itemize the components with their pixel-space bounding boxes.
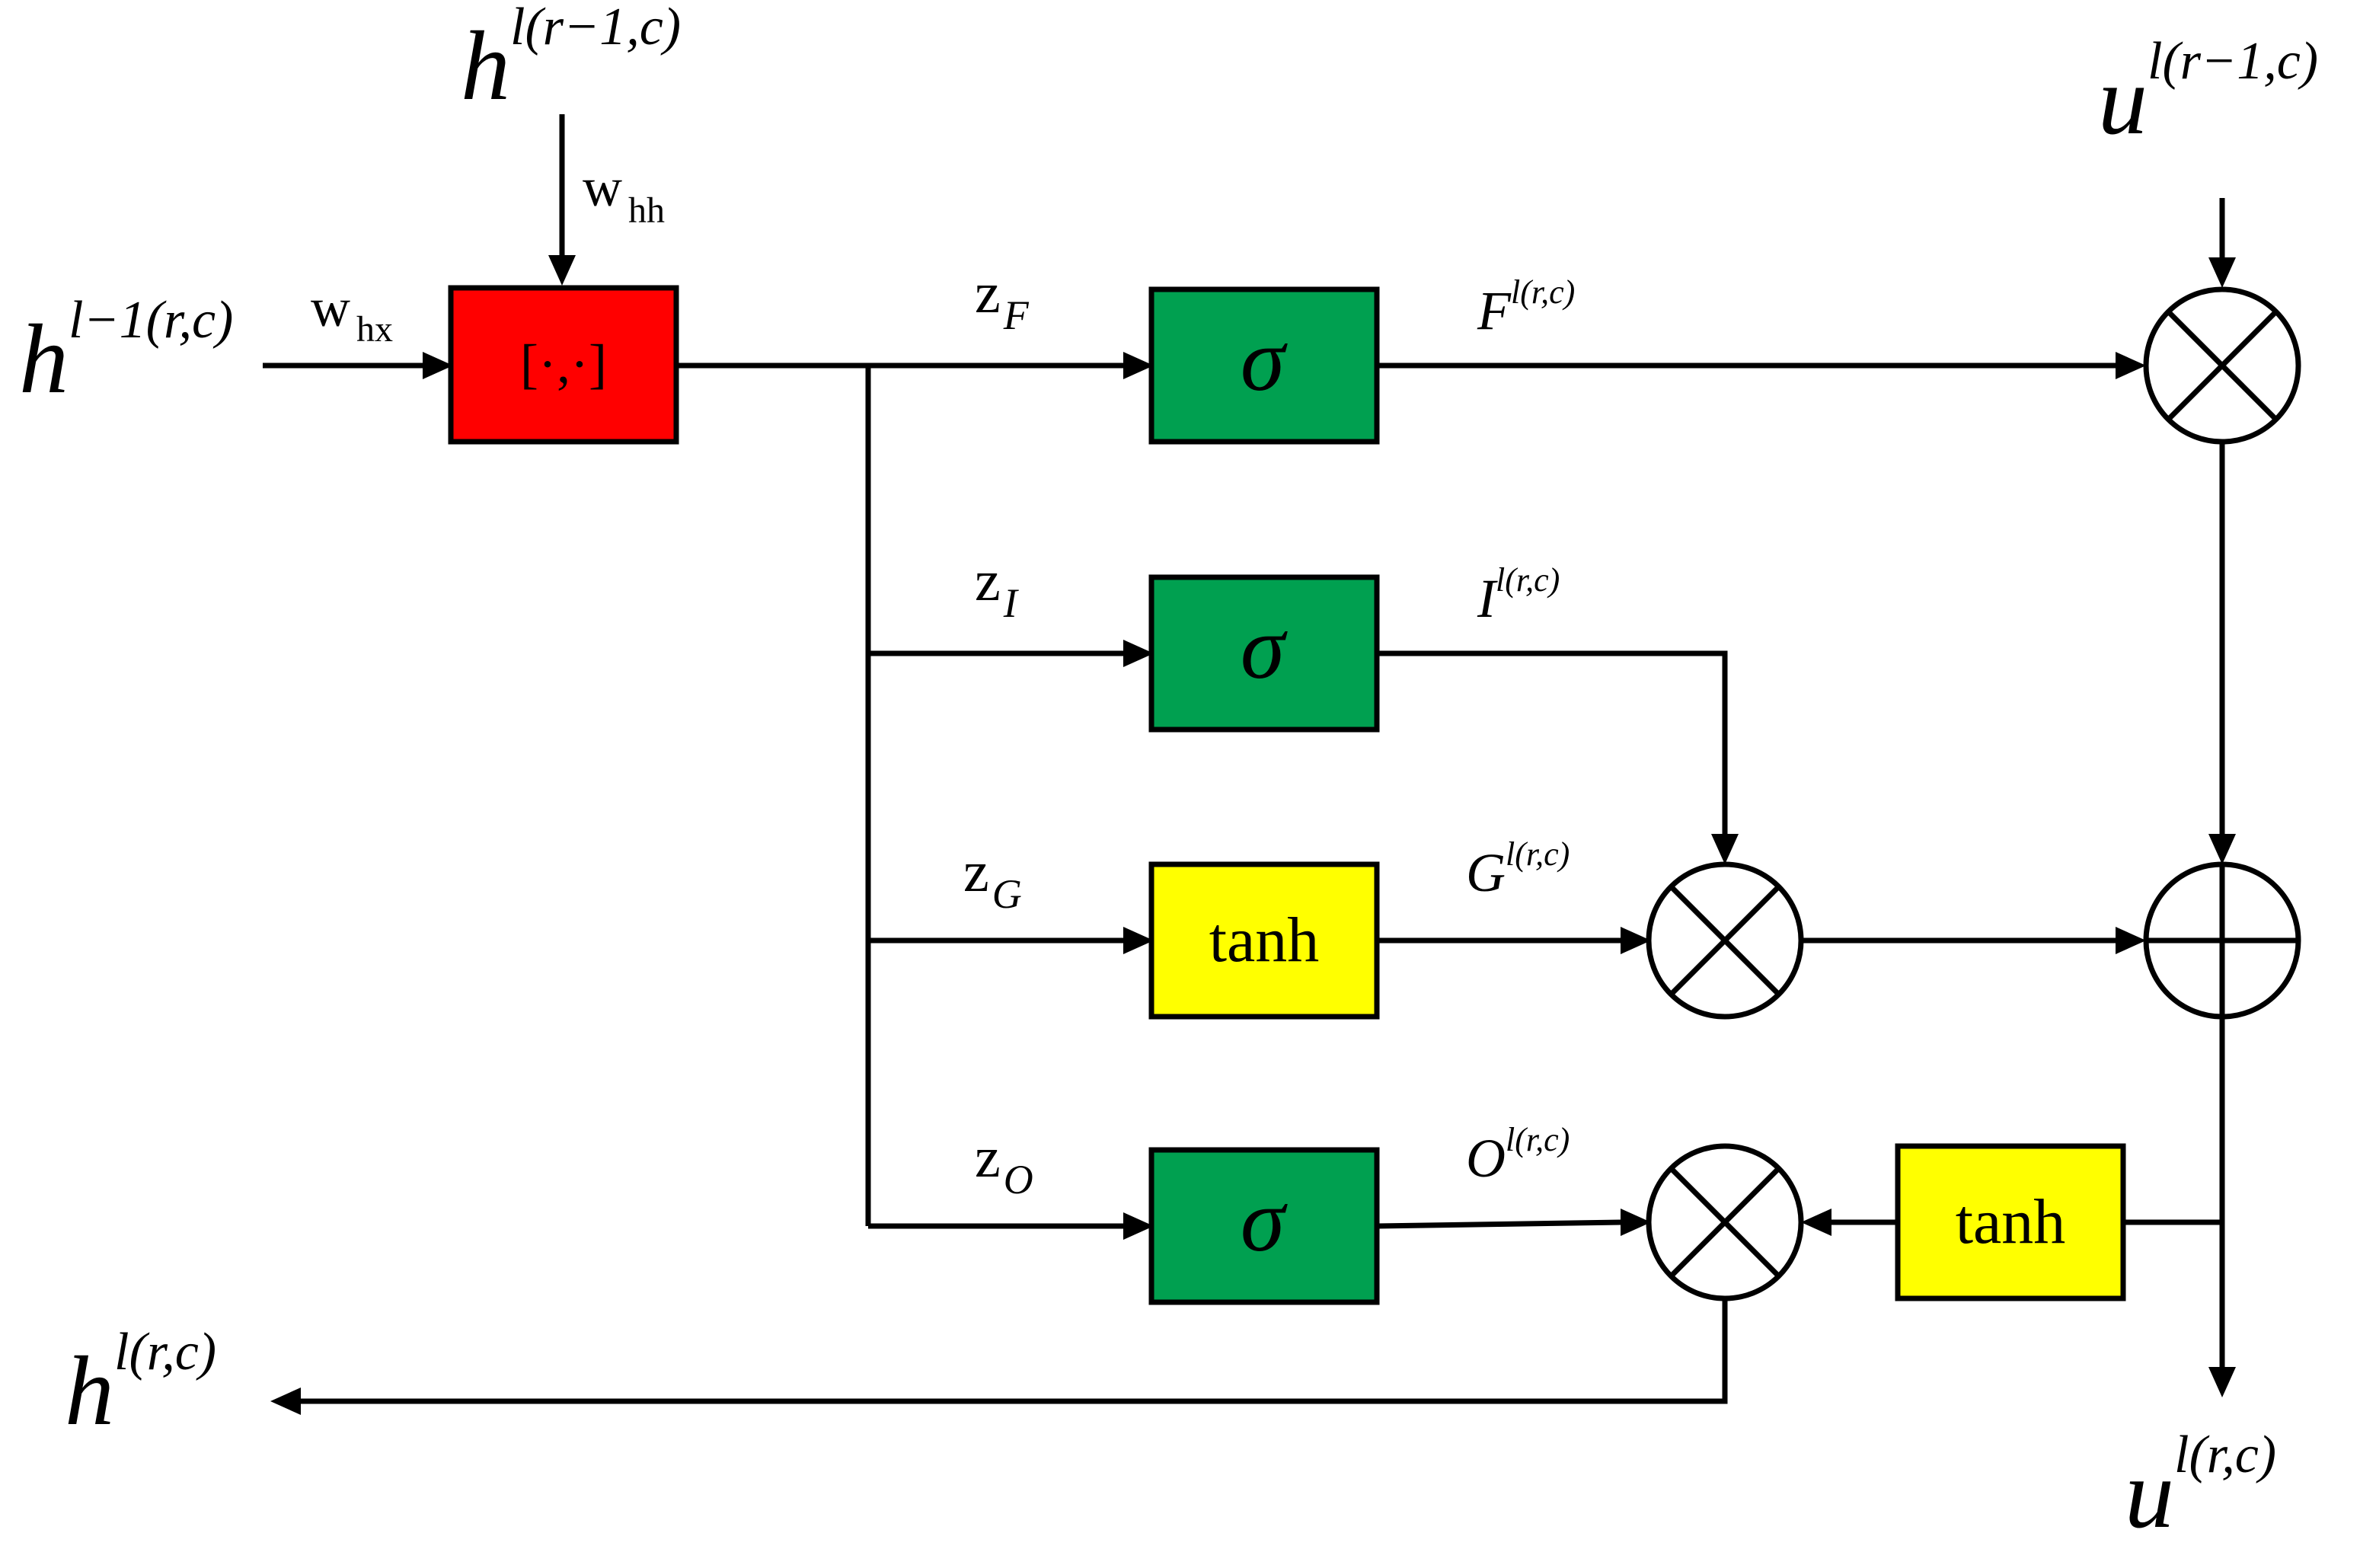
- z-G-base: z: [963, 840, 989, 904]
- arrowhead-h-left: [423, 352, 453, 379]
- w-hh-base: w: [583, 157, 622, 218]
- G-sup: l(r,c): [1506, 835, 1570, 873]
- candidate-label: tanh: [1209, 905, 1320, 976]
- concat-box: [448, 285, 679, 445]
- F-base: F: [1477, 280, 1512, 341]
- arrowhead-h-out: [270, 1388, 301, 1415]
- wire-I-out: [1377, 650, 1728, 834]
- O-base: O: [1466, 1128, 1506, 1189]
- wires: [263, 114, 2236, 1415]
- F-output-label: Fl(r,c): [1477, 273, 1575, 341]
- arrowhead-zF: [1123, 352, 1154, 379]
- arrowhead-F: [2116, 352, 2146, 379]
- h-top-sup: l(r−1,c): [510, 0, 681, 56]
- w-hx-base: w: [311, 277, 350, 338]
- I-sup: l(r,c): [1496, 561, 1560, 599]
- arrowhead-IG: [2116, 927, 2146, 954]
- z-F-sub: F: [1003, 292, 1030, 338]
- cell-tanh-label: tanh: [1956, 1186, 2066, 1257]
- arrowhead-h-top: [548, 255, 576, 286]
- h-top-input-label: hl(r−1,c): [461, 0, 681, 121]
- z-I-sub: I: [1003, 580, 1020, 626]
- h-left-base: h: [19, 305, 69, 414]
- forget-gate-block: σ: [1148, 286, 1380, 445]
- arrowhead-zI: [1123, 640, 1154, 667]
- wire-O-out: [1376, 1219, 1623, 1229]
- h-top-base: h: [461, 11, 510, 121]
- z-G-sub: G: [992, 871, 1022, 917]
- u-top-sup: l(r−1,c): [2148, 32, 2318, 91]
- cell-tanh-block: tanh: [1895, 1143, 2126, 1301]
- wire-h-out: [301, 1298, 1728, 1404]
- forget-gate-label: σ: [1241, 310, 1288, 410]
- w-hh-sub: hh: [628, 190, 665, 231]
- z-F-label: zF: [975, 261, 1030, 338]
- candidate-block: tanh: [1148, 861, 1380, 1020]
- u-output-label: ul(r,c): [2125, 1426, 2276, 1549]
- arrowhead-I: [1711, 834, 1739, 864]
- concat-block: [·,·]: [448, 285, 679, 445]
- concat-label: [·,·]: [520, 334, 607, 394]
- arrowhead-tanh-out: [1801, 1209, 1831, 1236]
- multiply-icon: [1646, 1143, 1804, 1301]
- output-gate-box: [1148, 1147, 1380, 1305]
- z-I-label: zI: [975, 549, 1020, 626]
- G-base: G: [1466, 842, 1506, 903]
- O-output-label: Ol(r,c): [1466, 1121, 1570, 1189]
- z-O-label: zO: [975, 1126, 1033, 1202]
- h-out-base: h: [65, 1336, 114, 1446]
- w-hx-sub: hx: [356, 309, 393, 350]
- O-sup: l(r,c): [1506, 1121, 1570, 1158]
- h-out-sup: l(r,c): [114, 1323, 216, 1381]
- multiply-icon: [1646, 861, 1804, 1020]
- h-output-label: hl(r,c): [65, 1323, 216, 1446]
- arrowhead-u-out: [2208, 1367, 2236, 1397]
- u-out-base: u: [2125, 1439, 2174, 1549]
- forget-gate-box: [1148, 286, 1380, 445]
- arrowhead-G: [1621, 927, 1651, 954]
- z-O-base: z: [975, 1126, 1001, 1190]
- multiply-icon: [2143, 286, 2301, 445]
- h-left-input-label: hl−1(r,c): [19, 291, 233, 414]
- candidate-box: [1148, 861, 1380, 1020]
- arrowhead-u-top: [2208, 257, 2236, 288]
- output-gate-block: σ: [1148, 1147, 1380, 1305]
- arrowhead-Fu: [2208, 834, 2236, 864]
- cell-tanh-box: [1895, 1143, 2126, 1301]
- G-output-label: Gl(r,c): [1466, 835, 1570, 903]
- input-gate-block: σ: [1148, 574, 1380, 733]
- z-G-label: zG: [963, 840, 1022, 917]
- add-icon: [2143, 861, 2301, 1020]
- input-gate-label: σ: [1241, 598, 1288, 698]
- I-base: I: [1477, 568, 1498, 629]
- z-F-base: z: [975, 261, 1001, 325]
- u-top-base: u: [2098, 46, 2148, 155]
- I-output-label: Il(r,c): [1477, 561, 1560, 629]
- u-out-sup: l(r,c): [2174, 1426, 2276, 1484]
- input-gate-box: [1148, 574, 1380, 733]
- z-O-sub: O: [1004, 1157, 1033, 1202]
- u-top-input-label: ul(r−1,c): [2098, 32, 2318, 155]
- z-I-base: z: [975, 549, 1001, 613]
- arrowhead-zO: [1123, 1212, 1154, 1240]
- arrowhead-zG: [1123, 927, 1154, 954]
- F-sup: l(r,c): [1511, 273, 1575, 311]
- arrowhead-O: [1621, 1209, 1651, 1236]
- h-left-sup: l−1(r,c): [69, 291, 233, 350]
- output-gate-label: σ: [1241, 1170, 1288, 1270]
